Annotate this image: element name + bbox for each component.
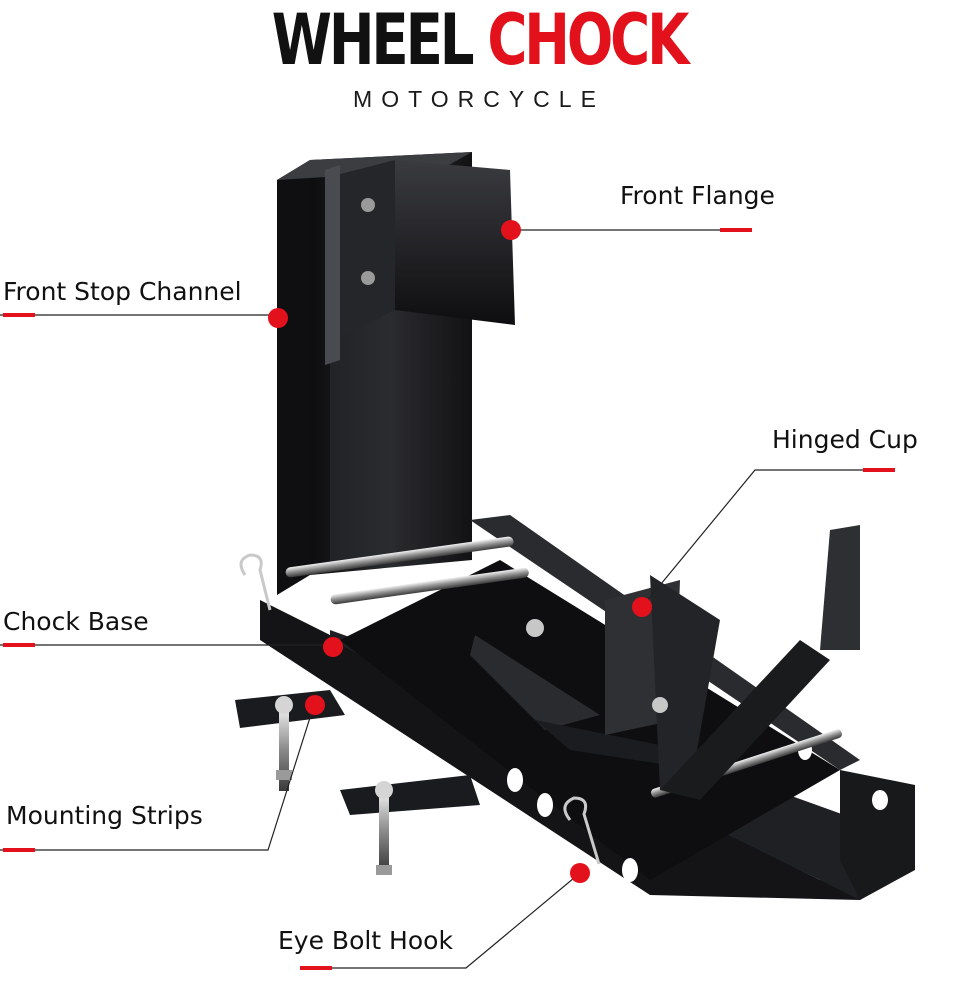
label-hinged-cup: Hinged Cup [772, 425, 918, 454]
dot-front-flange [501, 220, 521, 240]
label-front-flange: Front Flange [620, 181, 775, 210]
label-front-stop-channel: Front Stop Channel [3, 277, 242, 306]
title-wheel: WHEEL [271, 0, 475, 81]
product-title: WHEEL CHOCK [105, 2, 852, 78]
leader-hinged-cup [641, 469, 895, 608]
label-chock-base: Chock Base [3, 607, 149, 636]
dot-front-stop-channel [268, 308, 288, 328]
accent-ticks [3, 228, 895, 970]
dot-chock-base [323, 637, 343, 657]
leader-lines [0, 229, 895, 969]
eye-bolt-hook [239, 553, 601, 865]
dot-hinged-cup [632, 597, 652, 617]
callout-dots [268, 220, 652, 883]
dot-mounting-strips [305, 695, 325, 715]
dot-eye-bolt-hook [570, 863, 590, 883]
product-subtitle: MOTORCYCLE [353, 86, 605, 112]
label-mounting-strips: Mounting Strips [6, 801, 203, 830]
leader-mounting-strips [0, 704, 315, 851]
leader-eye-bolt-hook [300, 872, 581, 969]
hinged-cup [470, 525, 860, 800]
title-chock: CHOCK [487, 0, 689, 81]
label-eye-bolt-hook: Eye Bolt Hook [278, 926, 453, 955]
front-flange [325, 160, 515, 365]
